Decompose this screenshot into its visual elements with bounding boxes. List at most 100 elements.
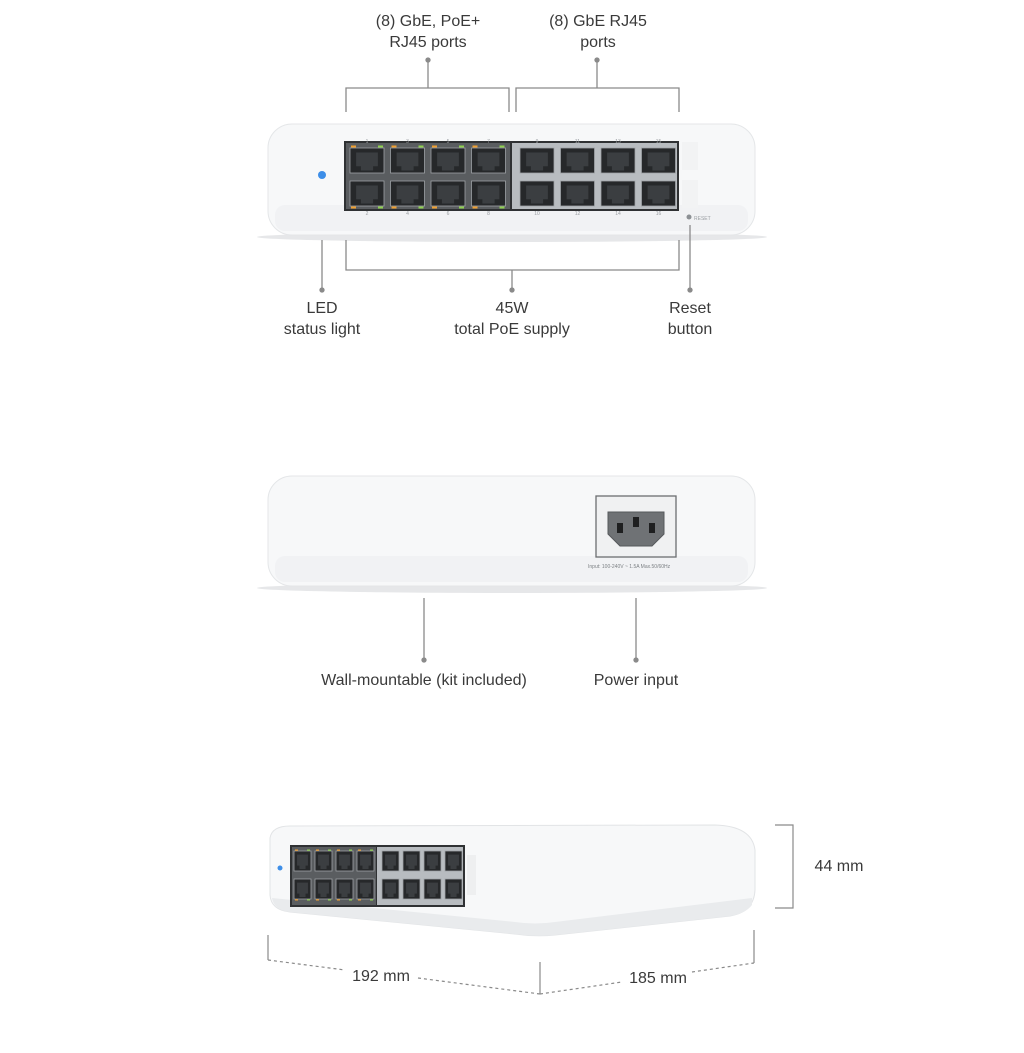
poe-led [351, 145, 356, 148]
dimension-lines [267, 824, 794, 995]
width-dimension: 192 mm [352, 968, 410, 985]
perspective-port [314, 849, 333, 872]
led-label-line1: LED [306, 300, 338, 317]
front-port [519, 147, 555, 174]
reset-marking: RESET [694, 216, 711, 222]
port-number-top: 3 [406, 139, 409, 145]
poe-led [316, 849, 319, 851]
perspective-port [402, 850, 421, 872]
rj45-ports-label: (8) GbE RJ45 ports [530, 11, 666, 53]
perspective-port [402, 878, 421, 900]
perspective-port [356, 849, 375, 872]
link-led [328, 899, 331, 901]
front-port [471, 180, 506, 209]
port-number-bottom: 10 [534, 211, 540, 217]
poe-led [472, 145, 478, 148]
poe-ports-label-line2: RJ45 ports [389, 34, 467, 51]
poe-supply-line1: 45W [495, 300, 529, 317]
power-input-socket [595, 495, 677, 558]
poe-led [295, 849, 298, 851]
reset-label-line1: Reset [669, 300, 711, 317]
port-number-bottom: 12 [575, 211, 581, 217]
front-port [641, 147, 676, 174]
front-port [641, 180, 676, 207]
front-port [600, 147, 636, 174]
poe-led [351, 206, 356, 209]
reset-label-line2: button [667, 321, 713, 338]
poe-led [391, 145, 397, 148]
rj45-ports-label-line1: (8) GbE RJ45 [549, 13, 647, 30]
poe-led [432, 145, 437, 148]
front-bottom-callouts [319, 225, 693, 293]
perspective-port [423, 878, 442, 900]
port-number-top: 13 [615, 139, 621, 145]
front-port [519, 180, 555, 207]
perspective-port [356, 878, 375, 901]
poe-led [472, 206, 478, 209]
port-number-top: 1 [366, 139, 369, 145]
front-port [390, 145, 425, 174]
link-led [307, 899, 310, 901]
poe-led [391, 206, 397, 209]
link-led [499, 145, 505, 148]
perspective-port [335, 878, 354, 901]
perspective-port [381, 878, 400, 900]
poe-supply-line2: total PoE supply [454, 321, 570, 338]
status-led [318, 171, 326, 179]
poe-led [432, 206, 437, 209]
front-port [430, 145, 466, 174]
front-top-callouts [345, 57, 680, 112]
front-port [349, 180, 385, 209]
front-port [349, 145, 385, 174]
perspective-port [381, 850, 400, 872]
perspective-port [444, 878, 463, 900]
poe-led [337, 899, 340, 901]
power-rating-marking: Input: 100-240V ~ 1.5A Max.50/60Hz [588, 564, 671, 570]
link-led [370, 849, 373, 851]
link-led [499, 206, 505, 209]
reset-button [686, 214, 692, 220]
port-number-top: 9 [536, 139, 539, 145]
port-number-bottom: 14 [615, 211, 621, 217]
link-led [459, 145, 464, 148]
port-number-bottom: 4 [406, 211, 409, 217]
port-number-top: 11 [575, 139, 580, 145]
front-port [600, 180, 636, 207]
led-label-line2: status light [283, 321, 361, 338]
perspective-port [335, 849, 354, 872]
link-led [378, 206, 383, 209]
front-port [471, 145, 506, 174]
perspective-port [314, 878, 333, 901]
perspective-status-led [277, 865, 283, 871]
height-dimension: 44 mm [814, 858, 864, 875]
perspective-port [293, 849, 312, 872]
link-led [370, 899, 373, 901]
link-led [418, 145, 424, 148]
port-number-bottom: 2 [366, 211, 369, 217]
link-led [459, 206, 464, 209]
wall-mount-label: Wall-mountable (kit included) [321, 672, 527, 689]
front-port [560, 147, 595, 174]
rj45-ports-label-line2: ports [580, 34, 616, 51]
rear-callouts [421, 598, 639, 663]
depth-dimension: 185 mm [629, 970, 687, 987]
poe-led [316, 899, 319, 901]
poe-led [358, 849, 361, 851]
front-port [430, 180, 466, 209]
port-number-top: 15 [656, 139, 662, 145]
reset-button-label: Reset button [640, 298, 740, 340]
led-status-label: LED status light [262, 298, 382, 340]
poe-led [337, 849, 340, 851]
perspective-port [444, 850, 463, 872]
link-led [378, 145, 383, 148]
port-number-top: 7 [487, 139, 490, 145]
port-number-bottom: 8 [487, 211, 490, 217]
port-number-bottom: 6 [447, 211, 450, 217]
poe-supply-label: 45W total PoE supply [432, 298, 592, 340]
power-input-label: Power input [593, 672, 679, 689]
port-number-bottom: 16 [656, 211, 662, 217]
link-led [349, 849, 352, 851]
perspective-device [269, 824, 756, 937]
perspective-port [423, 850, 442, 872]
